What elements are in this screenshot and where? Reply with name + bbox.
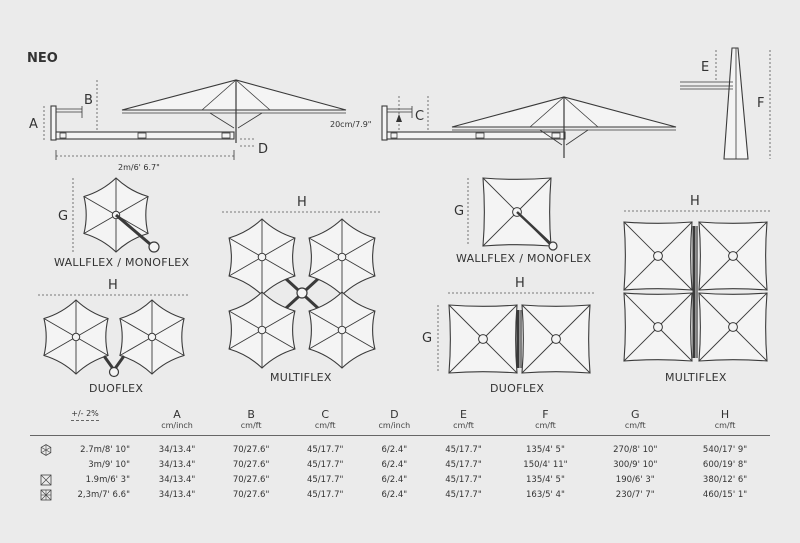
units-row: cm/inch cm/ft cm/ft cm/inch cm/ft cm/ft … [30,421,770,436]
square-single-view [482,177,558,251]
cell-e: 45/17.7" [445,444,482,455]
cell-b: 70/27.6" [232,474,270,485]
page-title: NEO [27,51,58,66]
cell-b: 70/27.6" [232,459,270,470]
col-c-unit: cm/ft [288,421,363,436]
cell-c: 45/17.7" [306,459,344,470]
cell-e: 45/17.7" [445,474,482,485]
col-e-header: E [460,408,467,421]
cell-c: 45/17.7" [306,474,344,485]
cell-a: 34/13.4" [158,489,196,500]
square-canopy-icon [40,474,52,485]
dim-label-h-hex-duo: H [108,278,118,293]
col-c-header: C [321,408,330,421]
cell-d: 6/2.4" [381,444,408,455]
col-b-header: B [247,408,255,421]
row-size: 2.7m/8' 10" [80,444,130,455]
col-h-unit: cm/ft [680,421,770,436]
col-f-unit: cm/ft [500,421,591,436]
cell-f: 150/4' 11" [523,459,568,470]
cell-d: 6/2.4" [381,459,408,470]
cell-d: 6/2.4" [381,489,408,500]
hexagon-single-view [83,177,160,253]
col-d-header: D [390,408,399,421]
row-size: 3m/9' 10" [88,459,130,470]
cell-h: 540/17' 9" [702,444,748,455]
square-canopy-ribbed-icon [40,489,52,500]
dim-label-h-sq-duo: H [515,276,525,291]
cell-g: 270/8' 10" [613,444,658,455]
technical-drawing: NEO A B D 2m/6' 6.7" [27,47,771,395]
table-row: 2.7m/8' 10" 34/13.4" 70/27.6" 45/17.7" 6/2.4… [30,442,770,457]
dim-label-g-sq: G [454,204,464,219]
col-a-header: A [173,408,181,421]
hexagon-canopy-icon [40,443,52,456]
cell-h: 460/15' 1" [702,489,748,500]
cell-a: 34/13.4" [158,474,196,485]
dim-label-g-sq-duo: G [422,331,432,346]
cell-a: 34/13.4" [158,444,196,455]
cell-e: 45/17.7" [445,459,482,470]
cell-a: 34/13.4" [158,459,196,470]
header-row: +/- 2% A B C D E F G H [30,406,770,421]
col-b-unit: cm/ft [214,421,289,436]
cell-e: 45/17.7" [445,489,482,500]
arm-length-label: 2m/6' 6.7" [118,163,160,172]
caption-hex-single: WALLFLEX / MONOFLEX [54,256,190,269]
cell-c: 45/17.7" [306,489,344,500]
pole-front-view [680,47,771,160]
cell-g: 190/6' 3" [615,474,655,485]
col-f-header: F [542,408,549,421]
dim-label-a: A [29,117,38,132]
table-row: 2,3m/7' 6.6" 34/13.4" 70/27.6" 45/17.7" 6/2.… [30,487,770,502]
cell-g: 300/9' 10" [613,459,658,470]
col-g-unit: cm/ft [590,421,681,436]
hexagon-duo-view [43,299,185,378]
side-view-square [381,96,677,158]
caption-sq-single: WALLFLEX / MONOFLEX [456,252,592,265]
table-row: 3m/9' 10" 34/13.4" 70/27.6" 45/17.7" 6/2.4" 4… [30,457,770,472]
dim-label-g-hex: G [58,209,68,224]
caption-sq-duo: DUOFLEX [490,382,544,395]
cell-h: 600/19' 8" [702,459,748,470]
cell-b: 70/27.6" [232,444,270,455]
cell-b: 70/27.6" [232,489,270,500]
dim-label-h-hex-multi: H [297,195,307,210]
col-g-header: G [630,408,640,421]
dim-label-e: E [701,60,709,75]
dim-label-f: F [757,96,764,111]
tolerance-label: +/- 2% [71,409,99,421]
col-d-unit: cm/inch [362,421,427,436]
cell-f: 135/4' 5" [526,474,565,485]
square-multi-view [623,221,768,362]
dim-label-c: C [415,109,424,124]
cell-c: 45/17.7" [306,444,344,455]
dim-label-b: B [84,93,93,108]
side-view-hexagon [43,79,347,160]
dim-label-h-sq-multi: H [690,194,700,209]
col-e-unit: cm/ft [426,421,501,436]
col-h-header: H [720,408,730,421]
cell-d: 6/2.4" [381,474,408,485]
caption-sq-multi: MULTIFLEX [665,371,727,384]
row-size: 1.9m/6' 3" [85,474,130,485]
square-duo-view [448,304,591,374]
offset-label: 20cm/7.9" [330,120,371,129]
cell-h: 380/12' 6" [702,474,748,485]
col-a-unit: cm/inch [140,421,215,436]
hexagon-multi-view [228,218,376,369]
cell-f: 135/4' 5" [526,444,565,455]
table-row: 1.9m/6' 3" 34/13.4" 70/27.6" 45/17.7" 6/2.4"… [30,472,770,487]
row-size: 2,3m/7' 6.6" [77,489,130,500]
specs-table: +/- 2% A B C D E F G H cm/inch cm/ft cm/… [30,406,770,502]
cell-g: 230/7' 7" [615,489,655,500]
dim-label-d: D [258,142,268,157]
caption-hex-duo: DUOFLEX [89,382,143,395]
cell-f: 163/5' 4" [526,489,565,500]
caption-hex-multi: MULTIFLEX [270,371,332,384]
